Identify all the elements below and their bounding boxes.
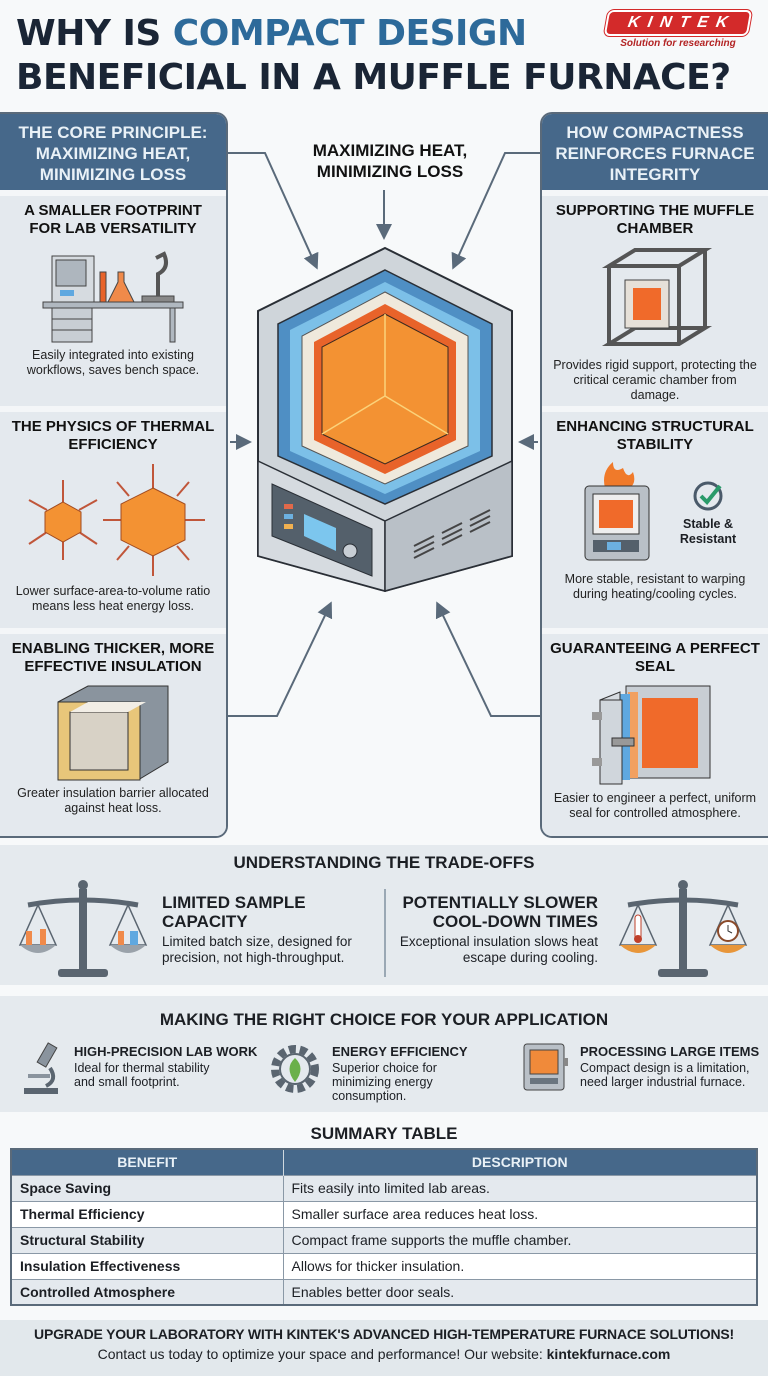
core-principle-panel: THE CORE PRINCIPLE: MAXIMIZING HEAT, MIN… (0, 112, 228, 838)
choice-text: Ideal for thermal stability and small fo… (74, 1061, 210, 1089)
section-title: THE PHYSICS OF THERMAL EFFICIENCY (11, 418, 215, 453)
tradeoff-cooldown: POTENTIALLY SLOWER COOL-DOWN TIMES Excep… (392, 893, 598, 966)
column-header: DESCRIPTION (283, 1149, 758, 1175)
footer-contact: Contact us today to optimize your space … (0, 1346, 768, 1362)
choice-text: Compact design is a limitation, need lar… (580, 1061, 750, 1089)
section-text: Lower surface-area-to-volume ratio means… (15, 584, 211, 613)
stable-badge: Stable & Resistant (679, 516, 737, 546)
title-part2: BENEFICIAL IN A MUFFLE FURNACE? (16, 57, 731, 98)
benefit-cell: Space Saving (11, 1174, 284, 1201)
section-title: MAKING THE RIGHT CHOICE FOR YOUR APPLICA… (159, 1010, 609, 1029)
thermal-efficiency-section: THE PHYSICS OF THERMAL EFFICIENCY Lower … (0, 406, 226, 628)
page-title: WHY IS COMPACT DESIGN BENEFICIAL IN A MU… (16, 12, 756, 100)
section-title: ENABLING THICKER, MORE EFFECTIVE INSULAT… (11, 640, 215, 675)
title-part1: WHY IS (16, 13, 173, 54)
tradeoff-text: Limited batch size, designed for precisi… (162, 934, 352, 965)
choice-precision: HIGH-PRECISION LAB WORK Ideal for therma… (74, 1044, 257, 1089)
description-cell: Smaller surface area reduces heat loss. (283, 1200, 758, 1227)
section-title: GUARANTEEING A PERFECT SEAL (550, 640, 760, 675)
heat-cubes-icon (28, 464, 205, 576)
benefit-cell: Structural Stability (11, 1226, 284, 1253)
choice-text: Superior choice for minimizing energy co… (332, 1061, 437, 1103)
right-choice-section: MAKING THE RIGHT CHOICE FOR YOUR APPLICA… (0, 996, 768, 1112)
insulation-section: ENABLING THICKER, MORE EFFECTIVE INSULAT… (0, 628, 226, 836)
tradeoff-title: LIMITED SAMPLE CAPACITY (162, 893, 306, 931)
benefit-cell: Thermal Efficiency (11, 1200, 284, 1227)
checkmark-icon (693, 481, 723, 510)
benefit-cell: Controlled Atmosphere (11, 1278, 284, 1305)
section-text: More stable, resistant to warping during… (564, 572, 746, 601)
footer-headline: UPGRADE YOUR LABORATORY WITH KINTEK'S AD… (34, 1326, 734, 1342)
furnace-integrity-panel: HOW COMPACTNESS REINFORCES FURNACE INTEG… (540, 112, 768, 838)
tradeoff-title: POTENTIALLY SLOWER COOL-DOWN TIMES (402, 893, 598, 931)
panel-header: THE CORE PRINCIPLE: MAXIMIZING HEAT, MIN… (0, 114, 226, 190)
section-text: Easier to engineer a perfect, uniform se… (553, 791, 757, 820)
title-accent: COMPACT DESIGN (172, 13, 527, 54)
choice-title: ENERGY EFFICIENCY (332, 1044, 468, 1059)
balance-scale-thermometer-clock-icon (618, 880, 748, 977)
footer-cta-text: Contact us today to optimize your space … (97, 1346, 547, 1362)
description-cell: Allows for thicker insulation. (283, 1252, 758, 1279)
muffle-chamber-section: SUPPORTING THE MUFFLE CHAMBER Provides r… (542, 190, 768, 406)
leaf-gear-icon (271, 1045, 319, 1093)
section-title: SUMMARY TABLE (310, 1124, 458, 1143)
section-title: UNDERSTANDING THE TRADE-OFFS (233, 853, 535, 872)
section-title: A SMALLER FOOTPRINT FOR LAB VERSATILITY (24, 202, 202, 237)
column-header: BENEFIT (11, 1149, 284, 1175)
perfect-seal-section: GUARANTEEING A PERFECT SEAL Easier to en… (542, 628, 768, 836)
lab-bench-icon (42, 251, 184, 343)
website-link[interactable]: kintekfurnace.com (546, 1346, 671, 1362)
description-cell: Fits easily into limited lab areas. (283, 1174, 758, 1201)
choice-energy: ENERGY EFFICIENCY Superior choice for mi… (332, 1044, 492, 1103)
section-title: ENHANCING STRUCTURAL STABILITY (556, 418, 754, 453)
benefit-cell: Insulation Effectiveness (11, 1252, 284, 1279)
section-text: Provides rigid support, protecting the c… (553, 358, 757, 402)
footprint-section: A SMALLER FOOTPRINT FOR LAB VERSATILITY … (0, 190, 226, 406)
frame-chamber-icon (601, 248, 713, 346)
choice-title: HIGH-PRECISION LAB WORK (74, 1044, 258, 1059)
kintek-logo: KINTEK Solution for researching (602, 10, 754, 49)
choice-title: PROCESSING LARGE ITEMS (580, 1044, 760, 1059)
microscope-icon (24, 1042, 58, 1094)
center-label: MAXIMIZING HEAT, MINIMIZING LOSS (312, 141, 468, 181)
description-cell: Enables better door seals. (283, 1278, 758, 1305)
choice-large-items: PROCESSING LARGE ITEMS Compact design is… (580, 1044, 760, 1089)
tradeoff-capacity: LIMITED SAMPLE CAPACITY Limited batch si… (162, 893, 382, 966)
muffle-furnace-cutaway-icon (257, 246, 513, 593)
section-text: Greater insulation barrier allocated aga… (17, 786, 209, 815)
door-seal-icon (592, 685, 711, 785)
section-text: Easily integrated into existing workflow… (26, 348, 200, 377)
stable-furnace-icon (584, 462, 650, 561)
logo-badge: KINTEK (603, 10, 753, 36)
logo-tagline: Solution for researching (620, 38, 736, 49)
divider (384, 889, 386, 977)
furnace-icon (523, 1043, 568, 1091)
footer-cta: UPGRADE YOUR LABORATORY WITH KINTEK'S AD… (0, 1320, 768, 1376)
structural-stability-section: ENHANCING STRUCTURAL STABILITY Stable & … (542, 406, 768, 628)
tradeoffs-section: UNDERSTANDING THE TRADE-OFFS LIMITED SAM… (0, 845, 768, 985)
panel-header: HOW COMPACTNESS REINFORCES FURNACE INTEG… (542, 114, 768, 190)
description-cell: Compact frame supports the muffle chambe… (283, 1226, 758, 1253)
balance-scale-flasks-icon (18, 880, 148, 977)
tradeoff-text: Exceptional insulation slows heat escape… (399, 934, 598, 965)
insulation-cutaway-icon (57, 685, 169, 781)
section-title: SUPPORTING THE MUFFLE CHAMBER (555, 202, 755, 237)
